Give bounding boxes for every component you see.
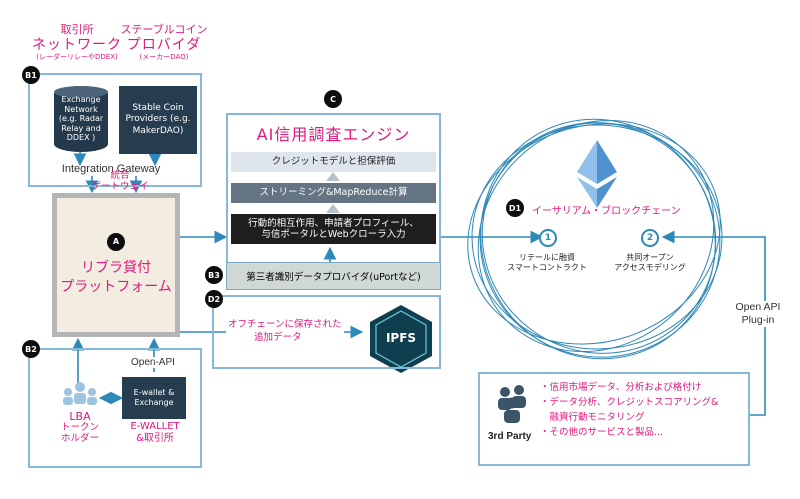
lba-jp2: ホルダー (60, 433, 99, 444)
plugin-line1: Open API (735, 301, 781, 313)
badge-a: A (107, 233, 125, 252)
third-party-services: ・信用市場データ、分析および格付け ・データ分析、クレジットスコアリング& 融資… (540, 380, 718, 440)
badge-b2: B2 (22, 340, 40, 358)
exchange-network-label: 取引所 ネットワーク (レーダーリレーやDDEX) (25, 23, 129, 61)
ewallet-jp1: E-WALLET (130, 421, 180, 432)
exchange-label-line3: (レーダーリレーやDDEX) (36, 52, 118, 61)
badge-d2: D2 (205, 290, 223, 308)
ipfs-label: IPFS (385, 331, 417, 345)
badge-c: C (324, 90, 342, 108)
exchange-network-database: Exchange Network (e.g. Radar Relay and D… (54, 86, 108, 152)
third-party-box (478, 372, 750, 466)
gateway-jp-label: 統合 ゲートウェイ (80, 170, 160, 192)
layer3-line1: 行動的相互作用、申請者プロフィール、 (248, 217, 419, 229)
b2-box (28, 348, 202, 468)
exchange-label-line1: 取引所 (60, 23, 94, 36)
node-2-badge: 2 (641, 229, 659, 247)
exchange-network-text: Exchange Network (e.g. Radar Relay and D… (58, 95, 104, 143)
open-api-label: Open-API (129, 357, 177, 368)
b1-box (28, 73, 202, 187)
offchain-label: オフチェーンに保存された 追加データ (226, 318, 344, 344)
third-party-item: 融資行動モニタリング (540, 412, 645, 423)
badge-b1: B1 (22, 66, 40, 84)
gateway-jp-line1: 統合 (110, 170, 130, 181)
badge-d1: D1 (506, 199, 524, 217)
integration-gateway-label: Integration Gateway (61, 163, 161, 175)
node1-line1: リテールに融資 (519, 253, 575, 262)
third-party-item: ・データ分析、クレジットスコアリング& (540, 397, 719, 408)
blockchain-rings (467, 118, 723, 360)
exchange-label-line2: ネットワーク (32, 36, 122, 53)
people-icon (63, 382, 97, 405)
stable-coin-providers-box: Stable Coin Providers (e.g. MakerDAO) (119, 86, 197, 154)
lba-jp1: トークン (60, 422, 99, 433)
ethereum-blockchain-label: イーサリアム・ブロックチェーン (532, 206, 681, 217)
offchain-line1: オフチェーンに保存された (228, 319, 342, 330)
lba-holder-label: LBA トークン ホルダー (52, 411, 108, 444)
layer-arrow-1 (326, 172, 340, 181)
platform-line1: リブラ貸付 (81, 260, 151, 277)
libra-lending-platform: A リブラ貸付 プラットフォーム (52, 193, 180, 337)
layer3-line2: 与信ポータルとWebクローラ入力 (261, 229, 406, 240)
stablecoin-label-line1: ステーブルコイン (120, 23, 208, 36)
team-icon (498, 385, 526, 423)
third-party-id-provider: 第三者識別データプロバイダ(uPortなど) (226, 262, 441, 290)
ewallet-exchange-box: E-wallet & Exchange (122, 377, 186, 419)
ewallet-jp2: &取引所 (136, 433, 174, 444)
open-api-plugin-label: Open API Plug-in (728, 301, 788, 327)
ai-engine-title: AI信用調査エンジン (256, 125, 411, 144)
stablecoin-label-line2: プロバイダ (126, 36, 202, 53)
layer-streaming: ストリーミング&MapReduce計算 (231, 183, 436, 203)
node-1-text: リテールに融資 スマートコントラクト (494, 253, 600, 274)
badge-b3: B3 (205, 266, 223, 284)
offchain-line2: 追加データ (254, 332, 302, 343)
node-1-badge: 1 (539, 229, 557, 247)
ewallet-jp-label: E-WALLET &取引所 (118, 421, 192, 445)
platform-line2: プラットフォーム (60, 279, 172, 295)
d2-box (212, 295, 441, 369)
node1-line2: スマートコントラクト (507, 263, 587, 273)
stablecoin-label: ステーブルコイン プロバイダ (メーカーDAO) (112, 23, 216, 61)
ethereum-icon (577, 140, 617, 208)
lba-en: LBA (69, 410, 91, 423)
stablecoin-label-line3: (メーカーDAO) (139, 52, 189, 61)
node-2-text: 共同オープン アクセスモデリング (600, 253, 700, 274)
third-party-label: 3rd Party (488, 431, 532, 442)
layer-inputs: 行動的相互作用、申請者プロフィール、 与信ポータルとWebクローラ入力 (231, 214, 436, 244)
third-party-item: ・信用市場データ、分析および格付け (540, 382, 702, 393)
gateway-jp-line2: ゲートウェイ (91, 181, 149, 192)
third-party-item: ・その他のサービスと製品... (540, 427, 664, 438)
node2-line2: アクセスモデリング (614, 263, 686, 273)
layer-credit-model: クレジットモデルと担保評価 (231, 152, 436, 172)
layer-arrow-2 (326, 204, 340, 213)
plugin-line2: Plug-in (741, 314, 775, 326)
node2-line1: 共同オープン (626, 253, 674, 262)
